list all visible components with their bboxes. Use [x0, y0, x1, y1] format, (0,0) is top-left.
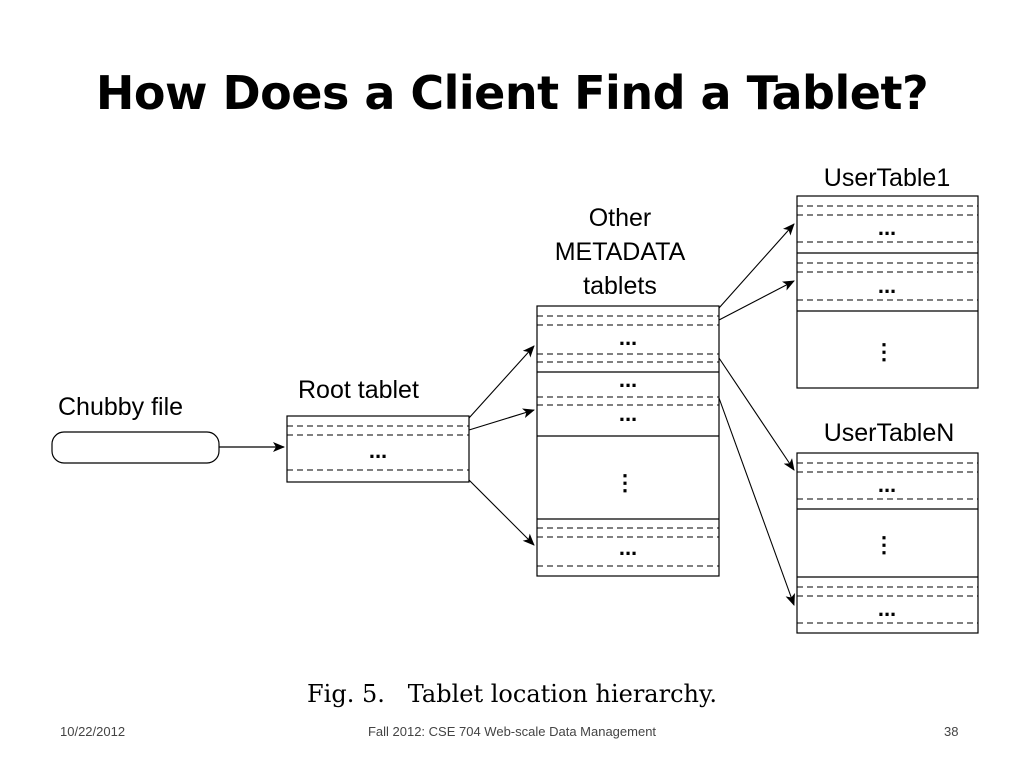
- metadata-label-line1: Other: [589, 204, 652, 232]
- usertablen-ellipsis-2: ...: [878, 596, 896, 621]
- usertablen-ellipsis-1: ...: [878, 472, 896, 497]
- usertable1-vertical-ellipsis: ⋮: [873, 339, 895, 364]
- metadata-ellipsis-2: ...: [619, 367, 637, 392]
- metadata-ellipsis-1: ...: [619, 325, 637, 350]
- metadata-tablets-box: [536, 305, 720, 577]
- footer-course: Fall 2012: CSE 704 Web-scale Data Manage…: [367, 724, 657, 739]
- usertablen-vertical-ellipsis: ⋮: [873, 532, 895, 557]
- tablet-hierarchy-diagram: Chubby file Root tablet ... Other METADA…: [51, 164, 979, 634]
- root-ellipsis: ...: [369, 438, 387, 463]
- usertable1-label: UserTable1: [824, 164, 950, 192]
- root-tablet-label: Root tablet: [298, 376, 419, 404]
- caption-text: Tablet location hierarchy.: [407, 680, 717, 708]
- caption-figure-number: Fig. 5.: [307, 680, 385, 708]
- metadata-to-usertablen-arrow-2: [718, 397, 795, 606]
- metadata-ellipsis-3: ...: [619, 401, 637, 426]
- metadata-to-usertable1-arrow-1: [718, 223, 795, 309]
- usertablen-label: UserTableN: [824, 419, 955, 447]
- chubby-file-label: Chubby file: [58, 393, 183, 421]
- usertable1-box: [796, 195, 979, 389]
- metadata-ellipsis-4: ...: [619, 535, 637, 560]
- usertablen-box: [796, 452, 979, 634]
- figure-caption: Fig. 5. Tablet location hierarchy.: [0, 680, 1024, 708]
- chubby-file-box: [51, 431, 220, 464]
- root-to-metadata-arrow-3: [468, 479, 535, 546]
- slide-title: How Does a Client Find a Tablet?: [95, 66, 929, 120]
- metadata-label-line2: METADATA: [555, 238, 686, 266]
- metadata-label-line3: tablets: [583, 272, 657, 300]
- metadata-to-usertable1-arrow-2: [718, 280, 795, 321]
- metadata-to-usertablen-arrow-1: [718, 357, 795, 471]
- metadata-vertical-ellipsis: ⋮: [614, 470, 636, 495]
- usertable1-ellipsis-2: ...: [878, 273, 896, 298]
- footer-date: 10/22/2012: [60, 724, 126, 739]
- root-to-metadata-arrow-1: [468, 345, 535, 419]
- root-to-metadata-arrow-2: [468, 408, 535, 431]
- root-tablet-box: [286, 415, 470, 483]
- usertable1-ellipsis-1: ...: [878, 215, 896, 240]
- footer-page-number: 38: [944, 724, 959, 739]
